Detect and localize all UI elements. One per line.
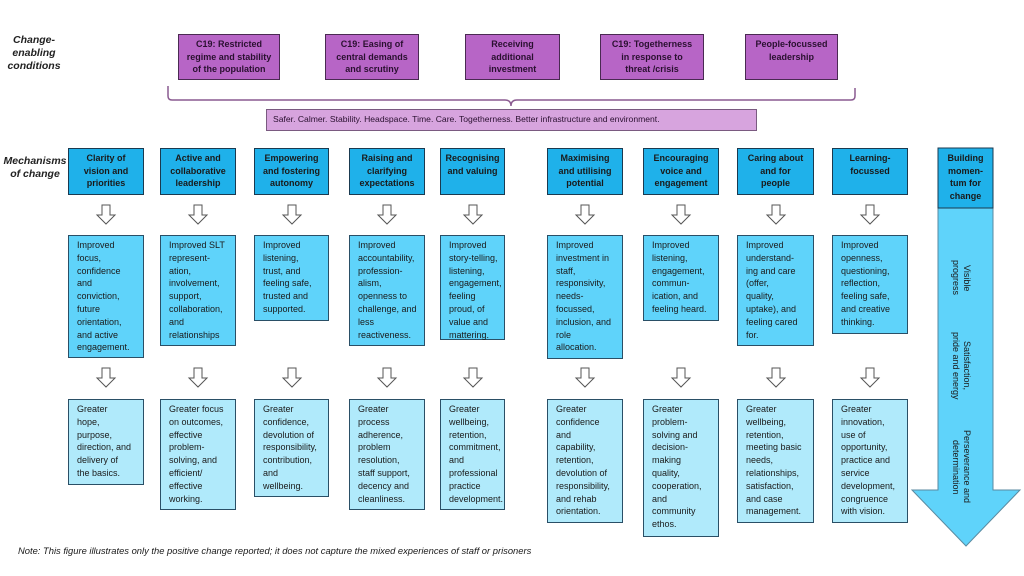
down-arrow-icon: [187, 204, 209, 225]
condition-box: C19: Restricted regime and stability of …: [178, 34, 280, 80]
down-arrow-icon: [281, 204, 302, 225]
down-arrow-icon: [95, 367, 117, 388]
improved-outcome-box: Improved listening, trust, and feeling s…: [254, 235, 329, 321]
down-arrow-icon: [376, 367, 398, 388]
greater-outcome-box: Greater hope, purpose, direction, and de…: [68, 399, 144, 485]
mechanism-title: Encouraging voice and engagement: [643, 148, 719, 195]
down-arrow-icon: [574, 204, 596, 225]
greater-outcome-box: Greater wellbeing, retention, commitment…: [440, 399, 505, 510]
momentum-stage-visible-progress: Visible progress: [951, 260, 972, 296]
down-arrow-icon: [462, 367, 483, 388]
greater-outcome-box: Greater problem- solving and decision- m…: [643, 399, 719, 537]
condition-box: C19: Easing of central demands and scrut…: [325, 34, 419, 80]
momentum-stage-satisfaction: Satisfaction, pride and energy: [951, 332, 972, 400]
mechanism-title: Raising and clarifying expectations: [349, 148, 425, 195]
improved-outcome-box: Improved story-telling, listening, engag…: [440, 235, 505, 340]
conditions-row-label: Change- enabling conditions: [7, 34, 61, 72]
condition-box: C19: Togetherness in response to threat …: [600, 34, 704, 80]
down-arrow-icon: [670, 204, 692, 225]
mechanism-title: Empowering and fostering autonomy: [254, 148, 329, 195]
mechanism-title: Maximising and utilising potential: [547, 148, 623, 195]
condition-box: Receiving additional investment: [465, 34, 560, 80]
down-arrow-icon: [859, 367, 881, 388]
greater-outcome-box: Greater confidence, devolution of respon…: [254, 399, 329, 497]
down-arrow-icon: [765, 367, 786, 388]
greater-outcome-box: Greater innovation, use of opportunity, …: [832, 399, 908, 523]
down-arrow-icon: [859, 204, 881, 225]
down-arrow-icon: [281, 367, 302, 388]
improved-outcome-box: Improved understand- ing and care (offer…: [737, 235, 814, 346]
greater-outcome-box: Greater process adherence, problem resol…: [349, 399, 425, 510]
figure-note: Note: This figure illustrates only the p…: [18, 545, 532, 556]
condition-box: People-focussed leadership: [745, 34, 838, 80]
mechanism-title: Recognising and valuing: [440, 148, 505, 195]
momentum-title: Building momen- tum for change: [947, 153, 984, 202]
greater-outcome-box: Greater focus on outcomes, effective pro…: [160, 399, 236, 510]
mechanisms-row-label: Mechanisms of change: [3, 155, 67, 180]
down-arrow-icon: [95, 204, 117, 225]
down-arrow-icon: [187, 367, 209, 388]
improved-outcome-box: Improved focus, confidence and convictio…: [68, 235, 144, 358]
down-arrow-icon: [376, 204, 398, 225]
improved-outcome-box: Improved accountability, profession- ali…: [349, 235, 425, 346]
improved-outcome-box: Improved listening, engagement, commun- …: [643, 235, 719, 321]
mechanism-title: Caring about and for people: [737, 148, 814, 195]
mechanism-title: Clarity of vision and priorities: [68, 148, 144, 195]
down-arrow-icon: [462, 204, 483, 225]
down-arrow-icon: [765, 204, 786, 225]
mechanism-title: Active and collaborative leadership: [160, 148, 236, 195]
improved-outcome-box: Improved openness, questioning, reflecti…: [832, 235, 908, 334]
mechanism-title: Learning- focussed: [832, 148, 908, 195]
momentum-stage-perseverance: Perseverance and determination: [951, 430, 972, 504]
improved-outcome-box: Improved investment in staff, responsivi…: [547, 235, 623, 359]
improved-outcome-box: Improved SLT represent- ation, involveme…: [160, 235, 236, 346]
greater-outcome-box: Greater confidence and capability, reten…: [547, 399, 623, 523]
down-arrow-icon: [574, 367, 596, 388]
down-arrow-icon: [670, 367, 692, 388]
greater-outcome-box: Greater wellbeing, retention, meeting ba…: [737, 399, 814, 523]
outcome-bar: Safer. Calmer. Stability. Headspace. Tim…: [266, 109, 757, 131]
